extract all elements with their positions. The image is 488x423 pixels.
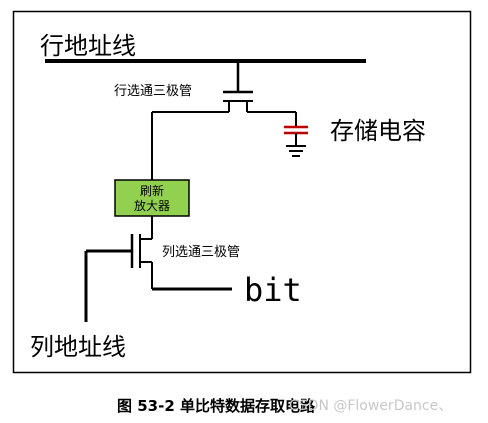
figure-caption: 图 53-2 单比特数据存取电路 [117,397,316,415]
storage-capacitor-label: 存储电容 [330,117,426,145]
row-select-transistor-label: 行选通三极管 [114,84,192,99]
watermark: CSDN @FlowerDance、 [289,398,452,414]
column-select-transistor-label: 列选通三极管 [162,245,240,260]
row-address-line-label: 行地址线 [40,32,136,60]
column-address-line-label: 列地址线 [30,333,126,361]
storage-capacitor [284,125,308,157]
diagram-frame [12,10,472,374]
refresh-amplifier-label-2: 放大器 [134,198,170,213]
refresh-amplifier-label-1: 刷新 [140,183,164,198]
column-select-transistor [84,234,153,322]
refresh-amplifier: 刷新 放大器 [114,179,190,217]
bit-line-label: bit [244,271,302,309]
row-select-transistor [152,61,297,126]
